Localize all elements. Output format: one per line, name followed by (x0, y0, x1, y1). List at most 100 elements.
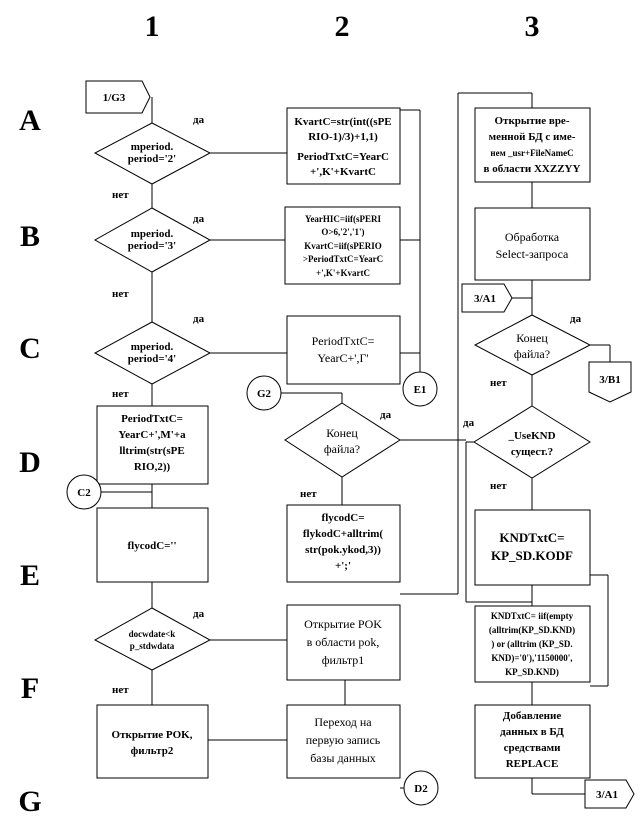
process-col3-G-line1: Добавление (503, 710, 562, 722)
decision-col2-D-line2: файла? (324, 442, 360, 456)
connector-c2: C2 (66, 474, 102, 510)
decision-col1-C: mperiod. period='4' (93, 321, 212, 385)
process-col2-B: YearHIC=iif(sPERI O>6,'2','1') KvartC=ii… (284, 206, 401, 285)
decision-col2-D-line1: Конец (326, 426, 358, 440)
process-col3-F-line3: ) or (alltrim (KP_SD. (491, 639, 572, 649)
process-col2-C: PeriodTxtC= YearC+',Г' (286, 315, 401, 385)
decision-col3-C-line2: файла? (514, 347, 550, 361)
process-col3-G: Добавление данных в БД средствами REPLAC… (474, 704, 591, 779)
decision-col1-F: docwdate<k p_stdwdata (93, 607, 212, 671)
decision-col3-D: _UseKND сущест.? (473, 405, 591, 479)
process-col3-F-line1: KNDTxtC= iif(empty (491, 611, 574, 621)
process-col1-G-line1: Открытие POK, (112, 729, 193, 741)
process-col3-B-line1: Обработка (505, 230, 560, 244)
process-col3-E-line1: KNDTxtC= (499, 530, 564, 545)
connector-lines (100, 92, 611, 795)
decision-col3-D-line1: _UseKND (507, 430, 555, 442)
label-no-col1-B: нет (112, 288, 129, 300)
label-yes-col1-B: да (193, 213, 205, 225)
label-no-col1-F: нет (112, 684, 129, 696)
process-col1-D-line1: PeriodTxtC= (121, 413, 183, 425)
label-yes-col3-C: да (570, 313, 582, 325)
column-header-2: 2 (335, 10, 350, 43)
decision-col3-C-line1: Конец (516, 331, 548, 345)
decision-col3-D-line2: сущест.? (511, 446, 553, 458)
process-col3-A-line4: в области XXZZYY (484, 163, 581, 175)
process-col2-E-line1: flycodC= (322, 512, 365, 524)
row-header-B: B (20, 220, 40, 253)
connector-d2: D2 (403, 770, 439, 806)
decision-col1-C-line2: period='4' (128, 353, 176, 365)
process-col2-G: Переход на первую запись базы данных (286, 704, 401, 779)
label-yes-col1-A: да (193, 114, 205, 126)
connector-c2-label: C2 (77, 487, 91, 499)
process-col2-B-line1: YearHIC=iif(sPERI (305, 214, 382, 224)
process-col2-B-line4: >PeriodTxtC=YearC (303, 254, 383, 264)
process-col2-A-line4: +',K'+KvartC (310, 166, 376, 178)
process-col3-B-line2: Select-запроса (496, 247, 569, 261)
column-header-3: 3 (525, 10, 540, 43)
process-col2-B-line2: O>6,'2','1') (321, 227, 364, 237)
decision-col2-D: Конец файла? (284, 402, 401, 478)
row-header-A: A (19, 104, 41, 137)
row-header-G: G (18, 785, 41, 818)
process-col3-F: KNDTxtC= iif(empty (alltrim(KP_SD.KND) )… (474, 605, 591, 683)
offpage-connector-3-a1-in: 3/A1 (461, 283, 513, 313)
decision-col1-B-line1: mperiod. (131, 228, 174, 240)
process-col3-E-line2: KP_SD.KODF (491, 548, 573, 563)
decision-col1-A: mperiod. period='2' (93, 122, 212, 185)
decision-col3-C: Конец файла? (473, 314, 592, 376)
process-col1-D-line2: YearC+',M'+a (118, 429, 186, 441)
offpage-connector-1-g3: 1/G3 (85, 80, 151, 114)
process-col3-F-line2: (alltrim(KP_SD.KND) (489, 625, 575, 635)
process-col2-F-line2: в области pok, (307, 635, 380, 649)
process-col1-D-line3: lltrim(str(sPE (119, 445, 184, 457)
decision-col1-F-line1: docwdate<k (129, 629, 176, 639)
process-col3-A-line3: нем _usr+FileNameC (490, 148, 573, 158)
row-header-F: F (21, 672, 39, 705)
process-col2-A-line1: KvartC=str(int((sPE (294, 116, 391, 128)
process-col2-E-line4: +';' (335, 560, 351, 572)
process-col2-G-line1: Переход на (314, 715, 372, 729)
process-col2-F-line1: Открытие POK (304, 617, 382, 631)
label-no-col3-D: нет (490, 480, 507, 492)
process-col2-F: Открытие POK в области pok, фильтр1 (286, 604, 401, 681)
process-col3-A: Открытие вре- менной БД с име- нем _usr+… (474, 107, 591, 183)
process-col2-B-line5: +',K'+KvartC (316, 268, 370, 278)
connector-e1-label: E1 (414, 384, 427, 396)
label-yes-col1-C: да (193, 313, 205, 325)
process-col2-E-line2: flykodC+alltrim( (303, 528, 384, 540)
label-yes-col2-D: да (380, 409, 392, 421)
process-col3-G-line2: данных в БД (500, 726, 564, 738)
connector-d2-label: D2 (414, 783, 428, 795)
process-col3-F-line4: KND)='0'),'1150000', (491, 653, 572, 663)
row-header-E: E (20, 559, 40, 592)
offpage-connector-3-a1-out: 3/A1 (584, 779, 635, 809)
offpage-connector-3-a1-in-label: 3/A1 (474, 293, 496, 305)
decision-col1-B: mperiod. period='3' (93, 207, 212, 273)
process-col1-E-line1: flycodC='' (127, 540, 176, 552)
process-col1-G-line2: фильтр2 (131, 745, 174, 757)
label-no-col2-D: нет (300, 488, 317, 500)
process-col1-E: flycodC='' (96, 507, 209, 583)
decision-col1-A-line1: mperiod. (131, 141, 174, 153)
row-header-C: C (19, 332, 41, 365)
process-col1-G: Открытие POK, фильтр2 (96, 704, 209, 779)
process-col2-A-line3: PeriodTxtC=YearC (297, 151, 389, 163)
decision-col1-F-line2: p_stdwdata (130, 641, 175, 651)
label-no-col1-A: нет (112, 189, 129, 201)
label-yes-col3-D: да (463, 417, 475, 429)
connector-g2: G2 (246, 375, 282, 411)
process-col2-C-line2: YearC+',Г' (317, 351, 368, 365)
label-yes-col1-F: да (193, 608, 205, 620)
offpage-connector-3-a1-out-label: 3/A1 (596, 789, 618, 801)
process-col2-F-line3: фильтр1 (322, 653, 365, 667)
process-col3-B: Обработка Select-запроса (474, 207, 591, 281)
decision-col1-B-line2: period='3' (128, 240, 176, 252)
process-col1-D-line4: RIO,2)) (134, 461, 171, 473)
row-header-D: D (19, 446, 41, 479)
decision-col1-A-line2: period='2' (128, 153, 176, 165)
process-col2-E-line3: str(pok.ykod,3)) (305, 544, 381, 556)
decision-col1-C-line1: mperiod. (131, 341, 174, 353)
